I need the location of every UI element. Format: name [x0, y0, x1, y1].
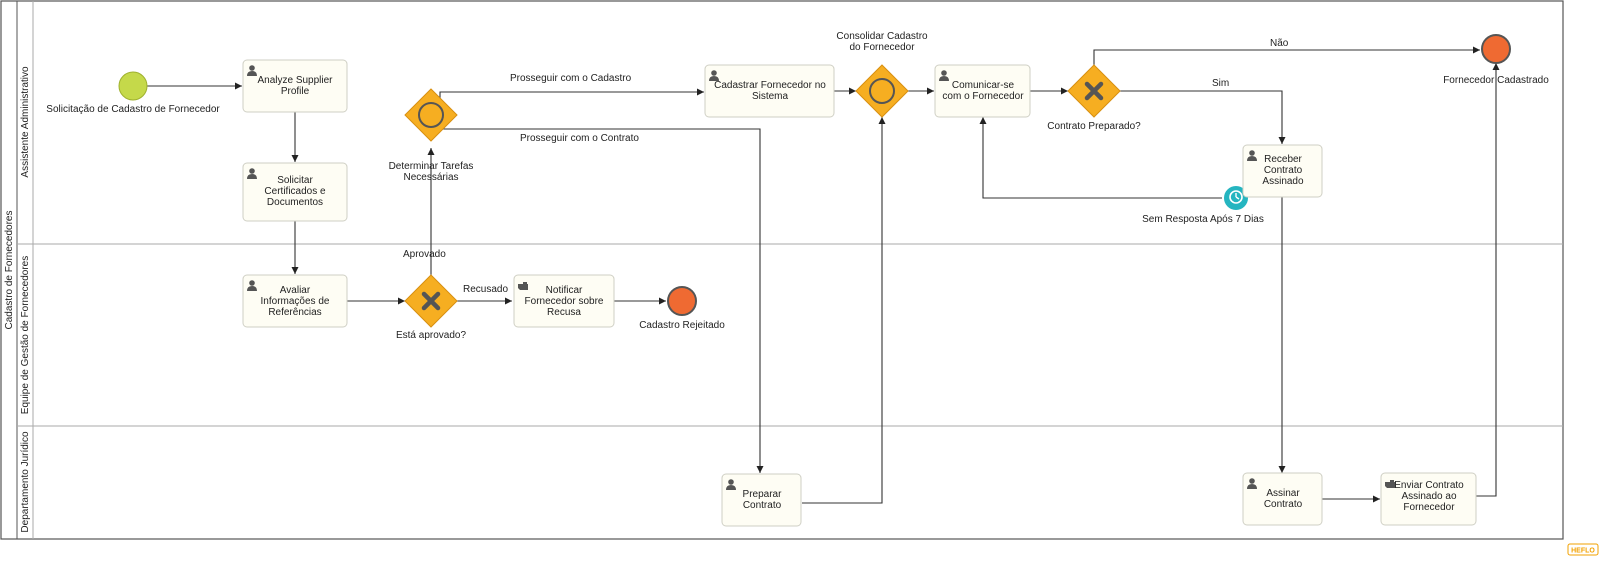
gateway-consolidar-label-2: do Fornecedor: [849, 42, 915, 53]
task-analyze-line-2: Profile: [281, 86, 310, 97]
task-cadastrar-line-1: Cadastrar Fornecedor no: [714, 80, 826, 91]
task-avaliar-line-1: Avaliar: [280, 285, 311, 296]
task-receber[interactable]: Receber Contrato Assinado: [1242, 144, 1323, 198]
flow-label-aprovado: Aprovado: [403, 249, 446, 260]
flow-label-nao: Não: [1270, 38, 1289, 49]
task-preparar-line-2: Contrato: [743, 500, 782, 511]
task-comunicar-line-2: com o Fornecedor: [942, 91, 1024, 102]
task-assinar-line-1: Assinar: [1266, 488, 1300, 499]
task-analyze-line-1: Analyze Supplier: [257, 75, 333, 86]
flow-label-cadastro: Prosseguir com o Cadastro: [510, 73, 632, 84]
x-marker-icon: [1084, 81, 1104, 101]
gateway-determinar-label-1: Determinar Tarefas: [389, 161, 474, 172]
end-event-rejeitado[interactable]: Cadastro Rejeitado: [639, 286, 725, 331]
gateway-aprovado-label: Está aprovado?: [396, 330, 466, 341]
user-icon: [1247, 478, 1257, 489]
task-receber-line-3: Assinado: [1262, 176, 1304, 187]
user-icon: [247, 168, 257, 179]
task-analyze[interactable]: Analyze Supplier Profile: [242, 59, 348, 113]
clock-icon: [1229, 190, 1243, 204]
hand-icon: [518, 282, 528, 290]
timer-event[interactable]: Sem Resposta Após 7 Dias: [1142, 184, 1264, 225]
task-notificar-line-1: Notificar: [546, 285, 583, 296]
gateway-contrato[interactable]: Contrato Preparado?: [1047, 64, 1141, 132]
lane-title-juridico: Departamento Jurídico: [20, 431, 31, 533]
task-comunicar[interactable]: Comunicar-se com o Fornecedor: [934, 64, 1031, 118]
timer-event-label: Sem Resposta Após 7 Dias: [1142, 214, 1264, 225]
task-avaliar-line-2: Informações de: [261, 296, 330, 307]
user-icon: [247, 65, 257, 76]
heflo-logo: HEFLO: [1567, 543, 1599, 556]
user-icon: [247, 280, 257, 291]
circle-marker-icon: [869, 78, 895, 104]
flow-contrato-cadastrado: [1093, 46, 1480, 65]
flow-label-sim: Sim: [1212, 78, 1229, 89]
circle-marker-icon: [418, 102, 444, 128]
gateway-consolidar[interactable]: Consolidar Cadastro do Fornecedor: [836, 31, 928, 118]
flow-enviar-cadastrado: [1476, 63, 1500, 497]
gateway-consolidar-label-1: Consolidar Cadastro: [836, 31, 928, 42]
pool-title: Cadastro de Fornecedores: [4, 211, 15, 330]
end-event-cadastrado-label: Fornecedor Cadastrado: [1443, 75, 1549, 86]
task-receber-line-1: Receber: [1264, 154, 1302, 165]
flow-labels: Prosseguir com o Cadastro Prosseguir com…: [403, 38, 1289, 295]
task-enviar-line-2: Assinado ao: [1401, 491, 1456, 502]
flow-preparar-consolidar: [802, 117, 886, 504]
user-icon: [709, 70, 719, 81]
task-preparar[interactable]: Preparar Contrato: [721, 473, 802, 527]
flow-contrato-receber: [1120, 90, 1286, 144]
heflo-logo-text: HEFLO: [1571, 548, 1595, 555]
task-solicitar[interactable]: Solicitar Certificados e Documentos: [242, 162, 348, 222]
task-notificar[interactable]: Notificar Fornecedor sobre Recusa: [513, 274, 615, 328]
task-solicitar-line-2: Certificados e: [264, 186, 326, 197]
lane-title-admin: Assistente Administrativo: [20, 66, 31, 178]
sequence-flows: [147, 46, 1500, 504]
task-solicitar-line-3: Documentos: [267, 197, 323, 208]
task-cadastrar[interactable]: Cadastrar Fornecedor no Sistema: [704, 64, 835, 118]
gateway-determinar-label-2: Necessárias: [403, 172, 458, 183]
flow-label-contrato: Prosseguir com o Contrato: [520, 133, 639, 144]
flow-label-recusado: Recusado: [463, 284, 508, 295]
task-enviar-line-3: Fornecedor: [1403, 502, 1455, 513]
start-event-label: Solicitação de Cadastro de Fornecedor: [46, 104, 220, 115]
task-enviar-line-1: Enviar Contrato: [1394, 480, 1464, 491]
start-event[interactable]: Solicitação de Cadastro de Fornecedor: [46, 71, 220, 115]
end-event-rejeitado-label: Cadastro Rejeitado: [639, 320, 725, 331]
task-cadastrar-line-2: Sistema: [752, 91, 789, 102]
task-assinar[interactable]: Assinar Contrato: [1242, 472, 1323, 526]
task-preparar-line-1: Preparar: [743, 489, 783, 500]
gateway-aprovado[interactable]: Está aprovado?: [396, 274, 466, 341]
gateway-determinar[interactable]: Determinar Tarefas Necessárias: [389, 88, 474, 183]
x-marker-icon: [421, 291, 441, 311]
hand-icon: [1385, 480, 1395, 488]
task-comunicar-line-1: Comunicar-se: [952, 80, 1015, 91]
task-solicitar-line-1: Solicitar: [277, 175, 313, 186]
task-assinar-line-2: Contrato: [1264, 499, 1303, 510]
task-receber-line-2: Contrato: [1264, 165, 1303, 176]
lane-title-equipe: Equipe de Gestão de Fornecedores: [20, 256, 31, 414]
user-icon: [939, 70, 949, 81]
user-icon: [726, 479, 736, 490]
end-event-cadastrado[interactable]: Fornecedor Cadastrado: [1443, 34, 1549, 86]
user-icon: [1247, 150, 1257, 161]
task-avaliar[interactable]: Avaliar Informações de Referências: [242, 274, 348, 328]
flow-timer-comunicar: [979, 117, 1222, 199]
task-avaliar-line-3: Referências: [268, 307, 321, 318]
task-notificar-line-3: Recusa: [547, 307, 581, 318]
task-enviar[interactable]: Enviar Contrato Assinado ao Fornecedor: [1380, 472, 1477, 526]
task-notificar-line-2: Fornecedor sobre: [525, 296, 604, 307]
gateway-contrato-label: Contrato Preparado?: [1047, 121, 1141, 132]
